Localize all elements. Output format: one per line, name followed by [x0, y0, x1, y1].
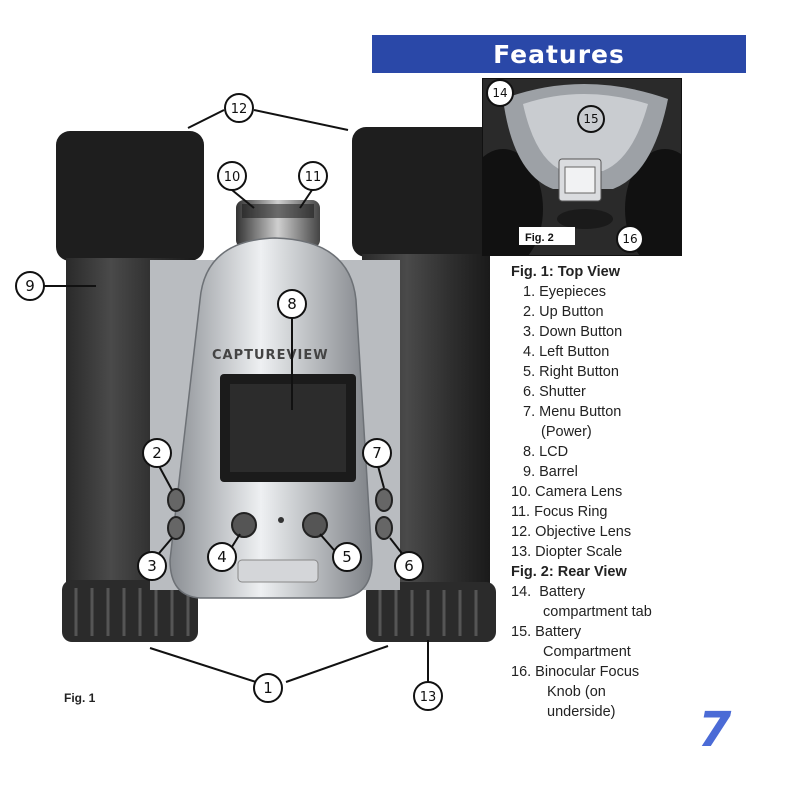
down-button — [167, 516, 185, 540]
fig2-panel: 14 15 16 Fig. 2 — [482, 78, 682, 256]
callout-13-circle — [413, 681, 443, 711]
callout-11-circle — [298, 161, 328, 191]
page-number: 7 — [698, 702, 732, 758]
legend-item: 12. Objective Lens — [511, 524, 632, 540]
callout-10-circle — [217, 161, 247, 191]
legend-item: 14. Battery — [511, 584, 586, 600]
callout-15: 15 — [583, 112, 598, 126]
legend-item: (Power) — [541, 424, 592, 440]
callout-6: 6 — [404, 557, 414, 575]
callout-12: 12 — [231, 102, 248, 117]
legend-item: 15. Battery — [511, 624, 582, 640]
legend-item: Compartment — [543, 644, 631, 660]
callout-3-circle — [137, 551, 167, 581]
lcd-screen — [220, 374, 356, 482]
callout-11: 11 — [305, 170, 322, 185]
sensor-dot — [278, 517, 284, 523]
fig1-label: Fig. 1 — [64, 691, 96, 705]
callout-3: 3 — [147, 557, 157, 575]
legend-item: 4. Left Button — [523, 344, 610, 360]
legend-item: 11. Focus Ring — [511, 504, 608, 520]
features-banner: Features — [372, 35, 746, 73]
callout-2-circle — [142, 438, 172, 468]
legend-item: underside) — [547, 704, 616, 720]
callout-16: 16 — [622, 232, 637, 246]
left-button — [231, 512, 257, 538]
legend-item: 10. Camera Lens — [511, 484, 623, 500]
legend-fig2-heading: Fig. 2: Rear View — [511, 564, 627, 580]
right-button — [302, 512, 328, 538]
callout-9-circle — [15, 271, 45, 301]
fig2-illustration: 14 15 16 Fig. 2 — [483, 79, 681, 255]
callout-1-circle — [253, 673, 283, 703]
callout-12-circle — [224, 93, 254, 123]
legend-item: 7. Menu Button — [523, 404, 622, 420]
callout-14-circle — [486, 79, 514, 107]
callout-9: 9 — [25, 277, 35, 295]
callout-2: 2 — [152, 444, 162, 462]
bottom-tab — [237, 559, 319, 583]
legend-item: compartment tab — [543, 604, 652, 620]
callout-4: 4 — [217, 548, 227, 566]
callout-7: 7 — [372, 444, 382, 462]
legend-item: 9. Barrel — [523, 464, 578, 480]
callout-8: 8 — [287, 295, 297, 313]
callout-5: 5 — [342, 548, 352, 566]
up-button — [167, 488, 185, 512]
legend-item: 2. Up Button — [523, 304, 604, 320]
legend-item: 13. Diopter Scale — [511, 544, 623, 560]
shutter-button — [375, 516, 393, 540]
page-title: Features — [493, 40, 625, 69]
legend-item: 1. Eyepieces — [523, 284, 607, 300]
callout-1: 1 — [263, 679, 273, 697]
callout-6-circle — [394, 551, 424, 581]
legend-item: Knob (on — [547, 684, 606, 700]
legend-fig1-heading: Fig. 1: Top View — [511, 264, 621, 280]
callout-16-circle — [616, 225, 644, 253]
callout-15-circle — [577, 105, 605, 133]
camera-lens — [236, 200, 320, 248]
legend-item: 8. LCD — [523, 444, 569, 460]
callout-5-circle — [332, 542, 362, 572]
legend-item: 3. Down Button — [523, 324, 623, 340]
callout-13: 13 — [420, 690, 437, 705]
legend-item: 5. Right Button — [523, 364, 619, 380]
callout-14: 14 — [492, 86, 507, 100]
brand-text: CAPTUREVIEW — [212, 348, 329, 363]
legend: Fig. 1: Top View 1. Eyepieces 2. Up Butt… — [511, 262, 652, 722]
menu-button — [375, 488, 393, 512]
callout-7-circle — [362, 438, 392, 468]
fig2-label: Fig. 2 — [525, 232, 554, 244]
legend-item: 16. Binocular Focus — [511, 664, 640, 680]
callout-4-circle — [207, 542, 237, 572]
callout-8-circle — [277, 289, 307, 319]
callout-10: 10 — [224, 170, 241, 185]
legend-item: 6. Shutter — [523, 384, 586, 400]
